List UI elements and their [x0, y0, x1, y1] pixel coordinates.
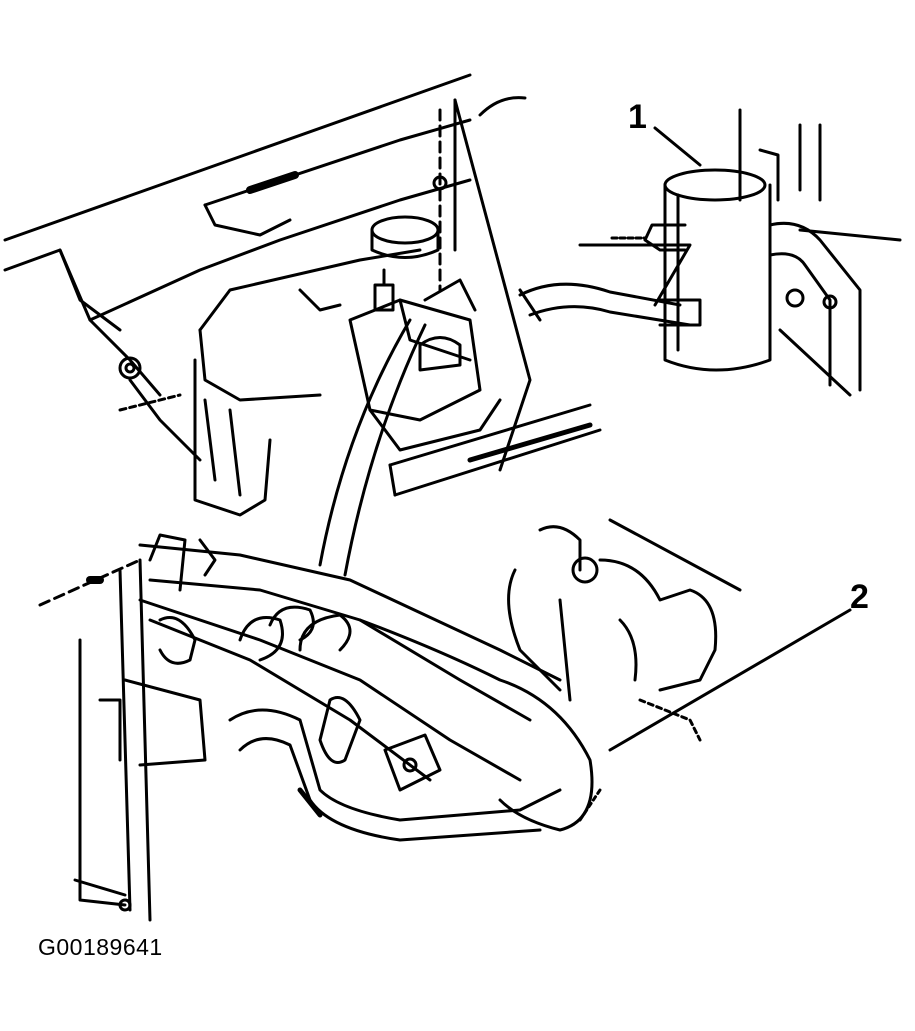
- reservoir: [193, 215, 440, 517]
- lower-hose-bundle: [38, 533, 594, 842]
- callout-leaders: [608, 126, 852, 752]
- figure-identifier: G00189641: [38, 934, 163, 960]
- left-bracket: [73, 558, 207, 922]
- control-module: [348, 268, 502, 452]
- canister-component: [578, 108, 902, 397]
- bolt-fastener: [423, 96, 532, 472]
- frame-rail: [388, 403, 742, 592]
- callout-1-label: 1: [628, 98, 647, 136]
- fender-panel: [3, 73, 472, 462]
- vertical-hose: [318, 318, 427, 577]
- pump-assembly: [507, 525, 718, 822]
- canister-hose: [518, 282, 702, 327]
- callout-2-label: 2: [850, 578, 869, 616]
